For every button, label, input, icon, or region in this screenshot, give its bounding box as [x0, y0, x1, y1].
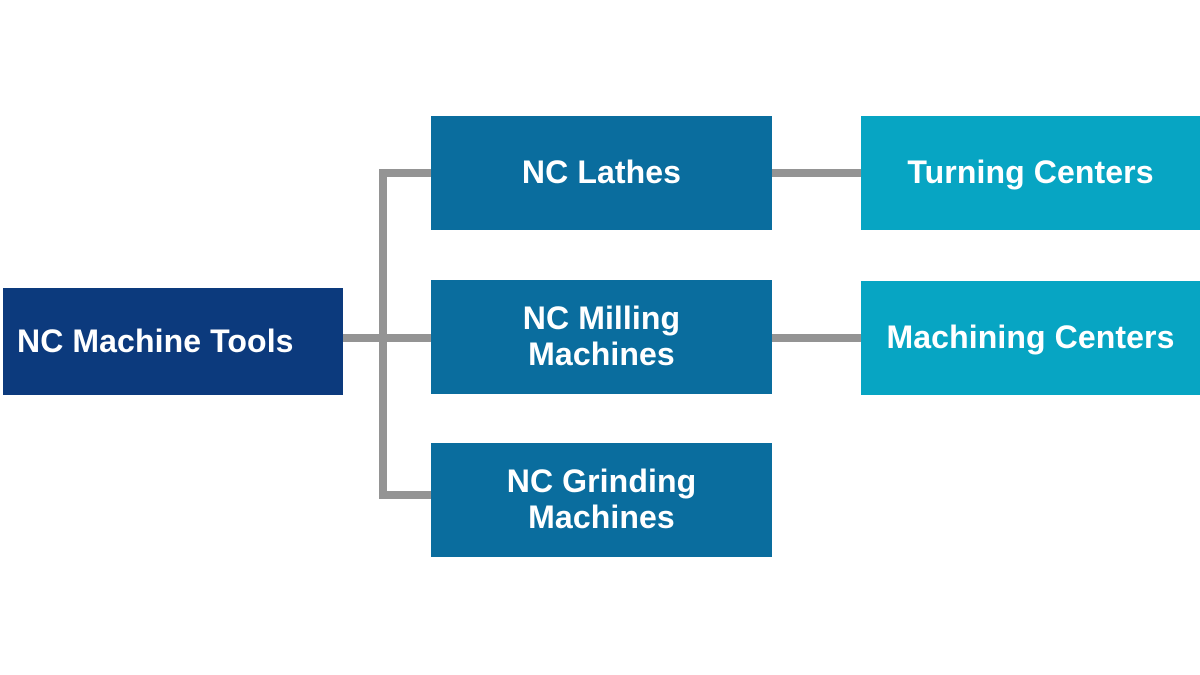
- connector-nc-lathes-to-turning-centers: [770, 169, 863, 177]
- node-nc-milling-machines[interactable]: NC Milling Machines: [431, 280, 772, 394]
- node-machining-centers[interactable]: Machining Centers: [861, 281, 1200, 395]
- connector-root-to-trunk: [343, 334, 387, 342]
- node-turning-centers[interactable]: Turning Centers: [861, 116, 1200, 230]
- connector-trunk-to-nc-lathes: [379, 169, 433, 177]
- connector-nc-milling-machines-to-machining-centers: [770, 334, 863, 342]
- node-nc-machine-tools[interactable]: NC Machine Tools: [3, 288, 343, 395]
- node-nc-lathes[interactable]: NC Lathes: [431, 116, 772, 230]
- connector-trunk-to-nc-milling-machines: [379, 334, 433, 342]
- node-nc-grinding-machines[interactable]: NC Grinding Machines: [431, 443, 772, 557]
- connector-trunk-to-nc-grinding-machines: [379, 491, 433, 499]
